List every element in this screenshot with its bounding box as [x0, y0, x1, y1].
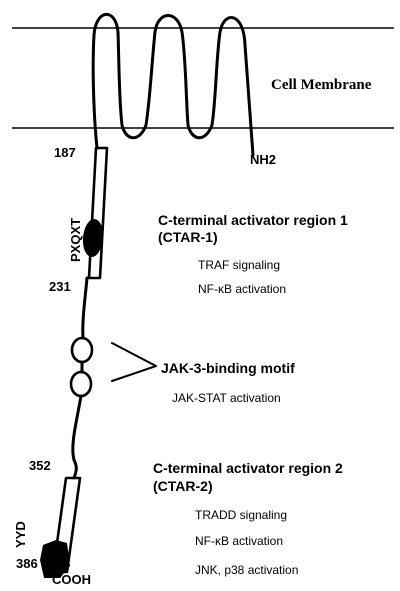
n-terminus-label: NH2	[250, 152, 276, 167]
ctar2-title-line1: C-terminal activator region 2	[153, 460, 343, 476]
ctar2-item-tradd: TRADD signaling	[195, 508, 287, 522]
residue-231-label: 231	[49, 279, 71, 294]
ctar1-title-line2: (CTAR-1)	[158, 229, 218, 245]
residue-386-label: 386	[16, 556, 38, 571]
ctar1-item-traf: TRAF signaling	[198, 258, 280, 272]
tail-segment-lower	[71, 394, 83, 480]
ctar1-title-line1: C-terminal activator region 1	[158, 212, 348, 228]
jak3-binding-site-2	[69, 370, 93, 398]
yyd-motif-label: YYD	[13, 521, 28, 548]
jak3-binding-site-1	[70, 336, 94, 364]
jak-chevron	[111, 342, 157, 382]
jak3-motif-title: JAK-3-binding motif	[161, 360, 295, 376]
c-terminus-label: COOH	[52, 572, 91, 587]
yyd-motif-marker	[40, 540, 70, 578]
residue-352-label: 352	[29, 458, 51, 473]
residue-187-label: 187	[54, 145, 76, 160]
ctar1-item-nfkb: NF-κB activation	[198, 282, 286, 296]
pxqxt-motif-marker	[82, 219, 104, 257]
transmembrane-loops	[91, 12, 255, 157]
pxqxt-motif-label: PXQXT	[68, 218, 83, 262]
jak-stat-item: JAK-STAT activation	[172, 391, 281, 405]
ctar2-item-nfkb: NF-κB activation	[195, 534, 283, 548]
ctar2-item-jnk: JNK, p38 activation	[195, 563, 298, 577]
ctar1-box	[87, 146, 109, 280]
membrane-label: Cell Membrane	[271, 77, 372, 93]
ctar2-title-line2: (CTAR-2)	[153, 478, 213, 494]
tail-segment-upper	[81, 276, 89, 340]
